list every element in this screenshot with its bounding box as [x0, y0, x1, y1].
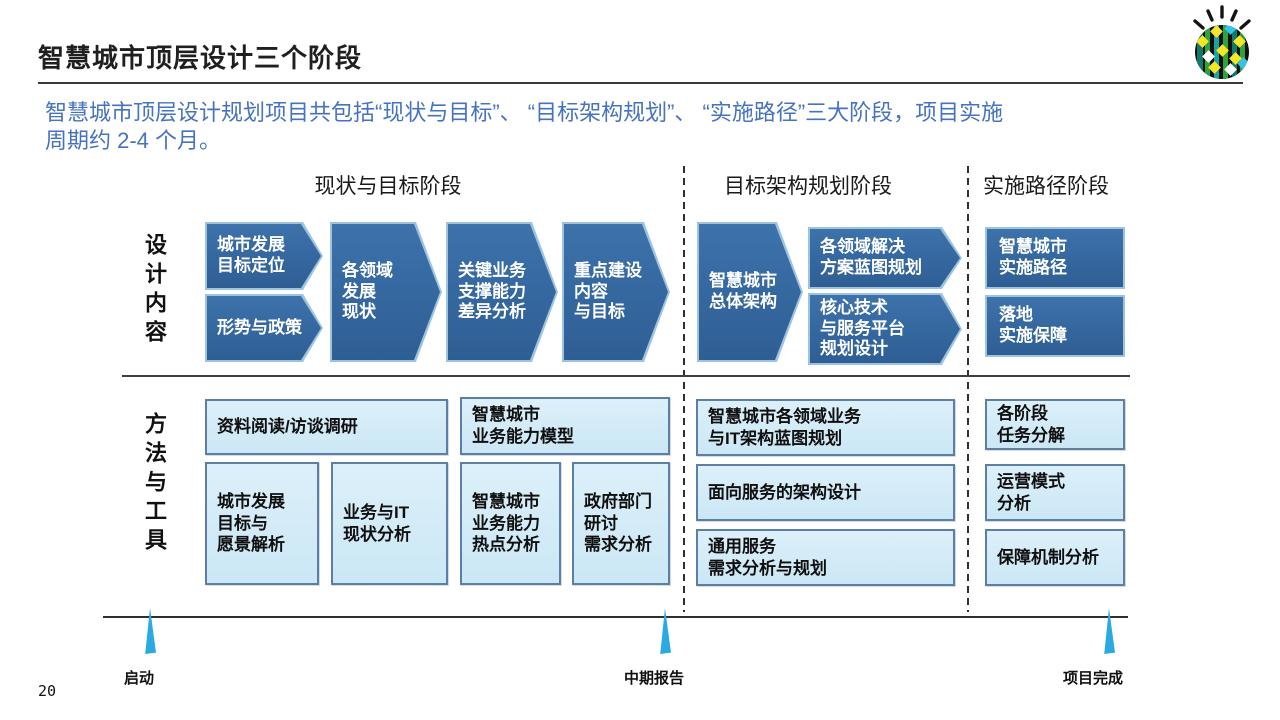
- row-label-design: 设计内容: [142, 233, 167, 349]
- method-box-capability-hotspot: 智慧城市 业务能力 热点分析: [460, 462, 561, 585]
- method-label: 各阶段 任务分解: [997, 403, 1065, 445]
- smarter-planet-logo-icon: [1193, 5, 1251, 79]
- method-box-research-interview: 资料阅读/访谈调研: [205, 399, 448, 455]
- page-title: 智慧城市顶层设计三个阶段: [38, 43, 363, 73]
- method-label: 运营模式 分析: [997, 471, 1065, 513]
- method-label: 政府部门 研讨 需求分析: [584, 491, 652, 555]
- milestone-label-complete: 项目完成: [1062, 670, 1124, 687]
- design-step-gap-analysis: 关键业务 支撑能力 差异分析: [446, 222, 558, 362]
- phase-header-1: 现状与目标阶段: [314, 175, 462, 198]
- timeline-line: [103, 616, 1128, 618]
- page-number: 20: [38, 682, 57, 700]
- method-label: 智慧城市 业务能力 热点分析: [472, 491, 540, 555]
- row-label-methods: 方法与工具: [142, 412, 167, 557]
- step-label: 落地 实施保障: [999, 305, 1067, 345]
- method-box-guarantee-mechanism: 保障机制分析: [985, 529, 1125, 586]
- milestone-label-start: 启动: [123, 670, 155, 687]
- method-box-gov-workshop: 政府部门 研讨 需求分析: [572, 462, 670, 585]
- method-label: 资料阅读/访谈调研: [217, 417, 358, 437]
- milestone-marker-start-icon: [145, 608, 156, 654]
- design-step-overall-architecture: 智慧城市 总体架构: [697, 222, 803, 362]
- method-label: 智慧城市各领域业务 与IT架构蓝图规划: [708, 406, 861, 448]
- intro-text: 智慧城市顶层设计规划项目共包括“现状与目标”、 “目标架构规划”、 “实施路径”…: [45, 100, 1004, 153]
- phase-header-3: 实施路径阶段: [983, 175, 1109, 198]
- method-label: 城市发展 目标与 愿景解析: [217, 491, 285, 555]
- method-label: 面向服务的架构设计: [708, 482, 861, 502]
- method-box-operation-model: 运营模式 分析: [985, 464, 1125, 521]
- method-box-soa-design: 面向服务的架构设计: [696, 464, 955, 521]
- method-label: 保障机制分析: [997, 547, 1099, 567]
- method-label: 业务与IT 现状分析: [343, 502, 411, 544]
- row-divider: [122, 375, 1130, 377]
- design-step-landing-guarantee: 落地 实施保障: [985, 295, 1125, 357]
- step-label: 智慧城市 实施路径: [999, 237, 1067, 277]
- milestone-marker-complete-icon: [1104, 608, 1115, 654]
- design-step-domain-blueprint: 各领域解决 方案蓝图规划: [808, 227, 962, 289]
- milestone-marker-midterm-icon: [660, 608, 671, 654]
- phase-separator-2: [967, 166, 969, 612]
- phase-separator-1: [683, 166, 685, 612]
- design-step-key-targets: 重点建设 内容 与目标: [562, 222, 670, 362]
- design-step-situation-policy: 形势与政策: [205, 294, 323, 362]
- method-label: 通用服务 需求分析与规划: [708, 536, 827, 578]
- method-box-it-blueprint: 智慧城市各领域业务 与IT架构蓝图规划: [696, 399, 955, 456]
- method-box-vision-analysis: 城市发展 目标与 愿景解析: [205, 462, 319, 585]
- design-step-implementation-path: 智慧城市 实施路径: [985, 227, 1125, 289]
- design-step-domain-status: 各领域 发展 现状: [330, 222, 442, 362]
- method-box-capability-model: 智慧城市 业务能力模型: [460, 397, 670, 455]
- design-step-city-goal: 城市发展 目标定位: [205, 222, 323, 290]
- method-label: 智慧城市 业务能力模型: [472, 405, 574, 446]
- milestone-label-midterm: 中期报告: [623, 670, 685, 687]
- phase-header-2: 目标架构规划阶段: [724, 175, 892, 198]
- method-box-common-service: 通用服务 需求分析与规划: [696, 529, 955, 586]
- method-box-task-breakdown: 各阶段 任务分解: [985, 399, 1125, 450]
- design-step-core-tech-platform: 核心技术 与服务平台 规划设计: [808, 293, 962, 365]
- title-divider: [38, 82, 1243, 84]
- method-box-business-it-status: 业务与IT 现状分析: [331, 462, 448, 585]
